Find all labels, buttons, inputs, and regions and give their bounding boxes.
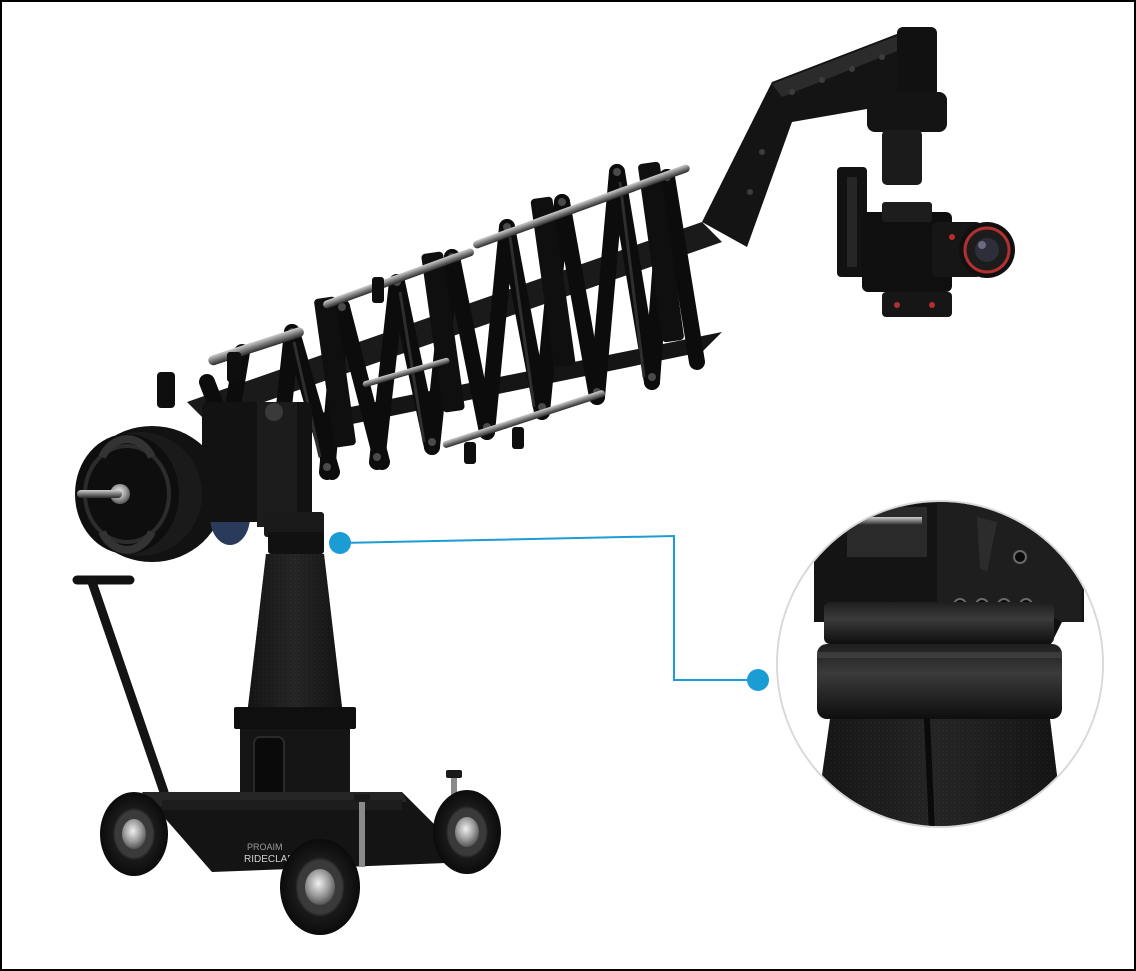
dolly-logo: RIDECLARC (244, 854, 302, 865)
callout-dot-start (329, 532, 351, 554)
column (234, 554, 356, 829)
wheel-rear-right (433, 790, 501, 874)
camera-gimbal (837, 92, 1015, 317)
zoom-detail (776, 500, 1104, 828)
dolly-logo-small: PROAIM (247, 842, 283, 852)
counterweight (75, 426, 250, 562)
callout-line (329, 532, 769, 691)
crane-arm (157, 161, 722, 480)
pivot-head (202, 402, 324, 554)
wheel-front (280, 839, 360, 935)
front-arm (702, 27, 937, 247)
dolly: PROAIM RIDECLARC (72, 575, 501, 935)
wheel-rear-left (100, 792, 168, 876)
callout-dot-end (747, 669, 769, 691)
